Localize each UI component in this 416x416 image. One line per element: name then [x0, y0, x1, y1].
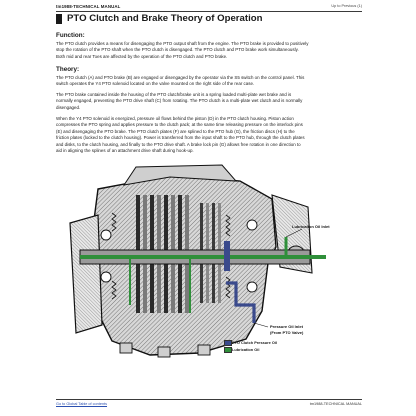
pressure-inlet-leader — [253, 322, 269, 328]
theory-heading: Theory: — [56, 66, 80, 73]
section-title: PTO Clutch and Brake Theory of Operation — [67, 13, 263, 24]
theory-paragraph-2: The PTO brake contained inside the housi… — [56, 92, 362, 111]
legend-item-pressure-oil: PTO Clutch Pressure Oil — [224, 339, 304, 347]
bearings — [100, 219, 258, 293]
theory-line: When the Y4 PTO solenoid is energized, p… — [56, 116, 294, 121]
theory-paragraph-3: When the Y4 PTO solenoid is energized, p… — [56, 116, 362, 154]
housing-bolts — [119, 342, 211, 358]
pressure-oil-chamber — [224, 241, 230, 271]
theory-line: switch operates the Y4 PTO solenoid loca… — [56, 81, 255, 87]
left-flange — [69, 214, 103, 334]
legend-swatch-lube — [224, 347, 232, 354]
clutch-housing — [89, 174, 277, 356]
title-marker — [56, 14, 62, 24]
piston-springs — [111, 212, 231, 300]
function-line: Both mid and rear Toes are affected by t… — [56, 53, 228, 59]
top-cover — [122, 164, 238, 186]
theory-line: normally engaged, preventing the PTO dri… — [56, 98, 303, 104]
legend-swatch-pressure — [224, 340, 232, 347]
callout-pressure-inlet-source: (From PTO Valve) — [270, 330, 304, 335]
pto-clutch-cross-section-diagram — [69, 164, 326, 358]
theory-line: disengaged. — [56, 104, 81, 110]
function-heading: Function: — [56, 32, 85, 39]
lubrication-branches — [129, 259, 191, 313]
lubrication-passage — [80, 255, 326, 259]
callout-lube-inlet: Lubrication Oil Inlet — [292, 224, 330, 229]
header-divider — [56, 11, 362, 12]
theory-line: and disks, to the clutch housing, and fi… — [56, 141, 301, 147]
manual-title: tm1988-TECHNICAL MANUAL — [56, 4, 121, 9]
function-paragraph: The PTO clutch provides a means for dise… — [56, 41, 362, 60]
function-line: stop the rotation of the PTO shaft when … — [56, 47, 299, 53]
page-header: tm1988-TECHNICAL MANUAL Up to Previous (… — [56, 4, 362, 12]
legend-label-lube: Lubrication Oil — [232, 346, 260, 352]
previous-page-link[interactable]: Up to Previous (1) — [331, 4, 362, 8]
manual-page: tm1988-TECHNICAL MANUAL Up to Previous (… — [56, 0, 362, 416]
callout-pressure-inlet: Pressure Oil Inlet — [270, 324, 303, 329]
pressure-oil-passage — [226, 281, 256, 323]
theory-line: aid in aligning the splines of an attach… — [56, 148, 194, 154]
theory-line: The PTO brake contained inside the housi… — [56, 92, 292, 97]
legend-item-lube-oil: Lubrication Oil — [224, 346, 304, 354]
legend-label-pressure: PTO Clutch Pressure Oil — [232, 339, 278, 345]
section-title-block: PTO Clutch and Brake Theory of Operation — [56, 14, 362, 26]
theory-line: The PTO clutch (A) and PTO brake (B) are… — [56, 75, 305, 80]
function-line: The PTO clutch provides a means for dise… — [56, 41, 309, 46]
theory-line: (E) and disengaging the PTO brake. The P… — [56, 128, 295, 134]
lube-inlet-leader — [285, 228, 303, 238]
theory-line: friction plates (locked to the clutch ho… — [56, 135, 305, 141]
theory-line: compresses the PTO spring and applies pr… — [56, 122, 303, 128]
theory-paragraph-1: The PTO clutch (A) and PTO brake (B) are… — [56, 75, 362, 88]
